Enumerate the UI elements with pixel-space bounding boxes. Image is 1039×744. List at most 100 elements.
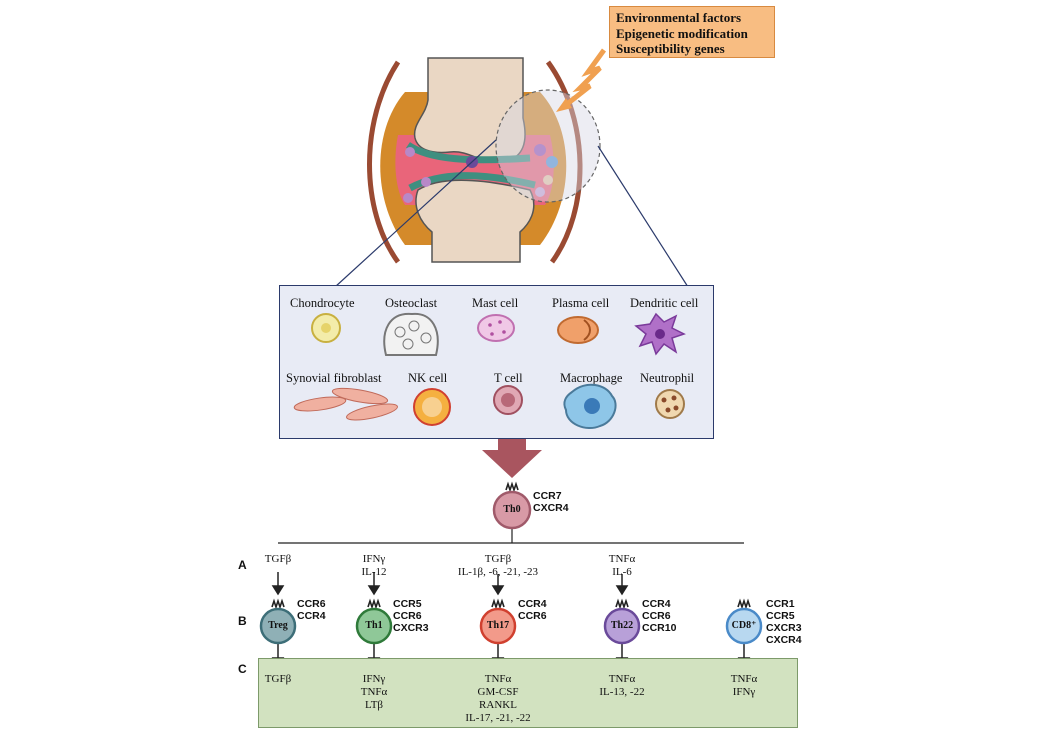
inducer: TGFβ	[484, 553, 512, 565]
treg-cell	[259, 598, 297, 645]
factor-line: Susceptibility genes	[616, 41, 725, 56]
cell-label: Osteoclast	[385, 296, 438, 310]
receptor: CCR4	[642, 598, 671, 610]
output: IFNγ	[362, 673, 386, 685]
output-th17: TNFα GM-CSF RANKL IL-17, -21, -22	[448, 673, 548, 725]
plasma-cell-icon	[557, 316, 599, 344]
inducer-treg: TGFβ	[248, 553, 308, 566]
th0-label: Th0	[503, 504, 521, 515]
cytokine-output-panel	[258, 658, 798, 728]
row-label-c: C	[238, 662, 247, 676]
receptor: CCR4	[518, 598, 547, 610]
receptor: CCR6	[393, 610, 422, 622]
cell-label: Synovial fibroblast	[286, 371, 382, 385]
osteoclast-icon	[383, 312, 439, 356]
inducer-th17: TGFβ IL-1β, -6, -21, -23	[443, 553, 553, 579]
th0-cell	[492, 481, 532, 530]
joint-capsule-right	[545, 60, 583, 264]
tibia-bone	[415, 179, 535, 263]
receptor: CCR1	[766, 598, 795, 610]
inducer: IL-1β, -6, -21, -23	[457, 566, 539, 578]
subset-label-th1: Th1	[365, 620, 383, 631]
receptor: CCR4	[297, 610, 326, 622]
cartilage-upper	[406, 142, 531, 164]
connector-right	[597, 145, 689, 288]
cell-label: Plasma cell	[552, 296, 610, 310]
cell-label: Dendritic cell	[630, 296, 699, 310]
th0-receptors: CCR7 CXCR4	[533, 490, 569, 514]
inducer: IL-6	[612, 566, 632, 578]
receptors-th22: CCR4 CCR6 CCR10	[642, 598, 676, 634]
lightning-bolt-icon	[560, 48, 607, 110]
inducer-th1: IFNγ IL-12	[344, 553, 404, 579]
receptor: CCR10	[642, 622, 677, 634]
output: RANKL	[479, 699, 517, 711]
output-th22: TNFα IL-13, -22	[592, 673, 652, 699]
factor-line: Epigenetic modification	[616, 25, 748, 41]
receptor: CCR6	[642, 610, 671, 622]
nk-cell-icon	[413, 388, 451, 426]
synovial-fibroblast-icon	[293, 387, 398, 421]
row-label-a: A	[238, 558, 247, 572]
cell-label: Chondrocyte	[290, 296, 355, 310]
output: TNFα	[730, 673, 758, 685]
receptor: CCR5	[393, 598, 422, 610]
receptors-th17: CCR4 CCR6	[518, 598, 547, 622]
neutrophil-icon	[655, 389, 685, 419]
output: TNFα	[484, 673, 512, 685]
th22-cell	[603, 598, 641, 645]
subset-label-th17: Th17	[486, 620, 510, 631]
th1-cell	[355, 598, 393, 645]
output-cd8: TNFα IFNγ	[714, 673, 774, 699]
receptors-cd8: CCR1 CCR5 CXCR3 CXCR4	[766, 598, 802, 646]
factor-line: Environmental factors	[616, 10, 742, 25]
magnifier-ellipse	[495, 89, 601, 203]
output-th1: IFNγ TNFα LTβ	[344, 673, 404, 712]
subset-label-cd8: CD8⁺	[731, 620, 757, 631]
receptor: CXCR3	[393, 622, 429, 634]
cell-label: NK cell	[408, 371, 448, 385]
connector-left	[334, 139, 497, 288]
row-label-b: B	[238, 614, 247, 628]
cell-label: Neutrophil	[640, 371, 695, 385]
inducer: IL-12	[361, 566, 387, 578]
receptor: CCR6	[297, 598, 326, 610]
receptor: CCR5	[766, 610, 795, 622]
cell-label: Macrophage	[560, 371, 623, 385]
subset-label-treg: Treg	[268, 620, 288, 631]
output: TNFα	[608, 673, 636, 685]
inducer: TGFβ	[264, 553, 292, 565]
chondrocyte-icon	[311, 313, 341, 343]
inducer: TNFα	[608, 553, 636, 565]
macrophage-icon	[563, 383, 617, 429]
receptor: CXCR4	[766, 634, 802, 646]
dendritic-cell-icon	[634, 312, 686, 356]
receptor: CXCR3	[766, 622, 802, 634]
output: IL-13, -22	[599, 686, 645, 698]
receptor: CCR6	[518, 610, 547, 622]
th17-cell	[479, 598, 517, 645]
receptor: CCR7	[533, 490, 562, 502]
output-treg: TGFβ	[248, 673, 308, 686]
inducer: IFNγ	[362, 553, 386, 565]
femur-bone	[413, 57, 526, 163]
cd8-cell	[725, 598, 763, 645]
receptors-treg: CCR6 CCR4	[297, 598, 326, 622]
cell-label: T cell	[494, 371, 523, 385]
big-down-arrow	[482, 420, 542, 478]
output: LTβ	[364, 699, 384, 711]
output: IL-17, -21, -22	[465, 712, 531, 724]
output: TNFα	[360, 686, 388, 698]
mast-cell-icon	[477, 314, 515, 342]
cell-label: Mast cell	[472, 296, 519, 310]
output: GM-CSF	[477, 686, 519, 698]
output: IFNγ	[732, 686, 756, 698]
cartilage-lower	[408, 172, 536, 192]
t-cell-icon	[493, 385, 523, 415]
inducer-th22: TNFα IL-6	[592, 553, 652, 579]
subset-label-th22: Th22	[610, 620, 634, 631]
output: TGFβ	[264, 673, 292, 685]
factor-box: Environmental factors Epigenetic modific…	[609, 6, 775, 58]
